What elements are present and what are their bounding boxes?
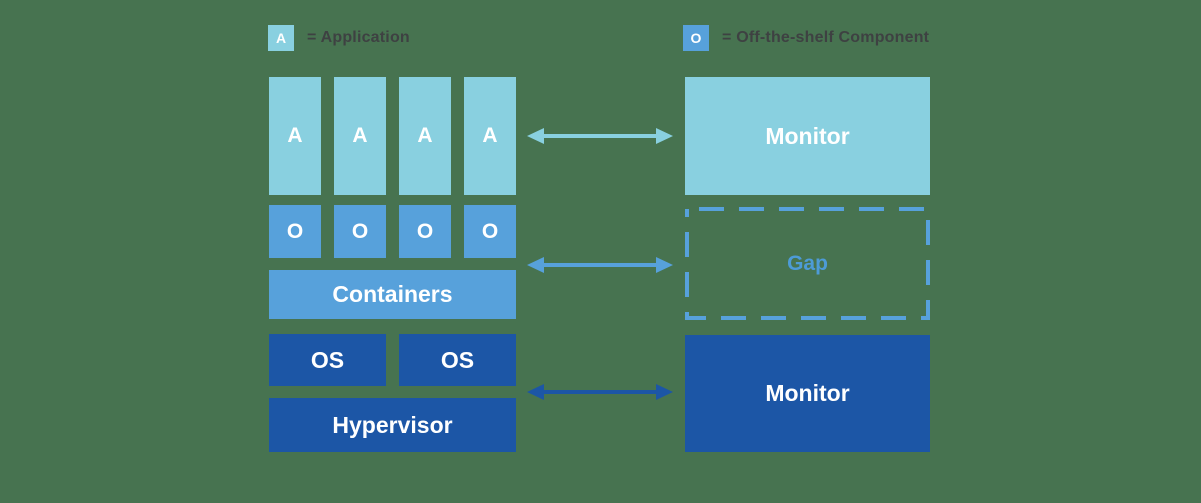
component-box: O xyxy=(464,205,516,258)
component-box: O xyxy=(334,205,386,258)
containers-bar: Containers xyxy=(269,270,516,319)
application-box: A xyxy=(464,77,516,195)
legend-off-the-shelf-label: = Off-the-shelf Component xyxy=(722,29,930,46)
hypervisor-bar: Hypervisor xyxy=(269,398,516,452)
double-arrow-icon xyxy=(527,384,673,400)
component-box: O xyxy=(399,205,451,258)
legend-off-the-shelf: O = Off-the-shelf Component xyxy=(683,25,929,51)
component-swatch-icon: O xyxy=(683,25,709,51)
application-box: A xyxy=(334,77,386,195)
component-box: O xyxy=(269,205,321,258)
application-swatch-icon: A xyxy=(268,25,294,51)
dashed-border xyxy=(685,207,930,320)
os-box: OS xyxy=(269,334,386,386)
monitor-bottom-box: Monitor xyxy=(685,335,930,452)
os-box: OS xyxy=(399,334,516,386)
gap-box: Gap xyxy=(685,207,930,320)
legend-application-label: = Application xyxy=(307,29,410,46)
application-box: A xyxy=(399,77,451,195)
application-box: A xyxy=(269,77,321,195)
double-arrow-icon xyxy=(527,128,673,144)
double-arrow-icon xyxy=(527,257,673,273)
gap-label: Gap xyxy=(787,251,828,275)
monitor-top-box: Monitor xyxy=(685,77,930,195)
legend-application: A = Application xyxy=(268,25,410,51)
